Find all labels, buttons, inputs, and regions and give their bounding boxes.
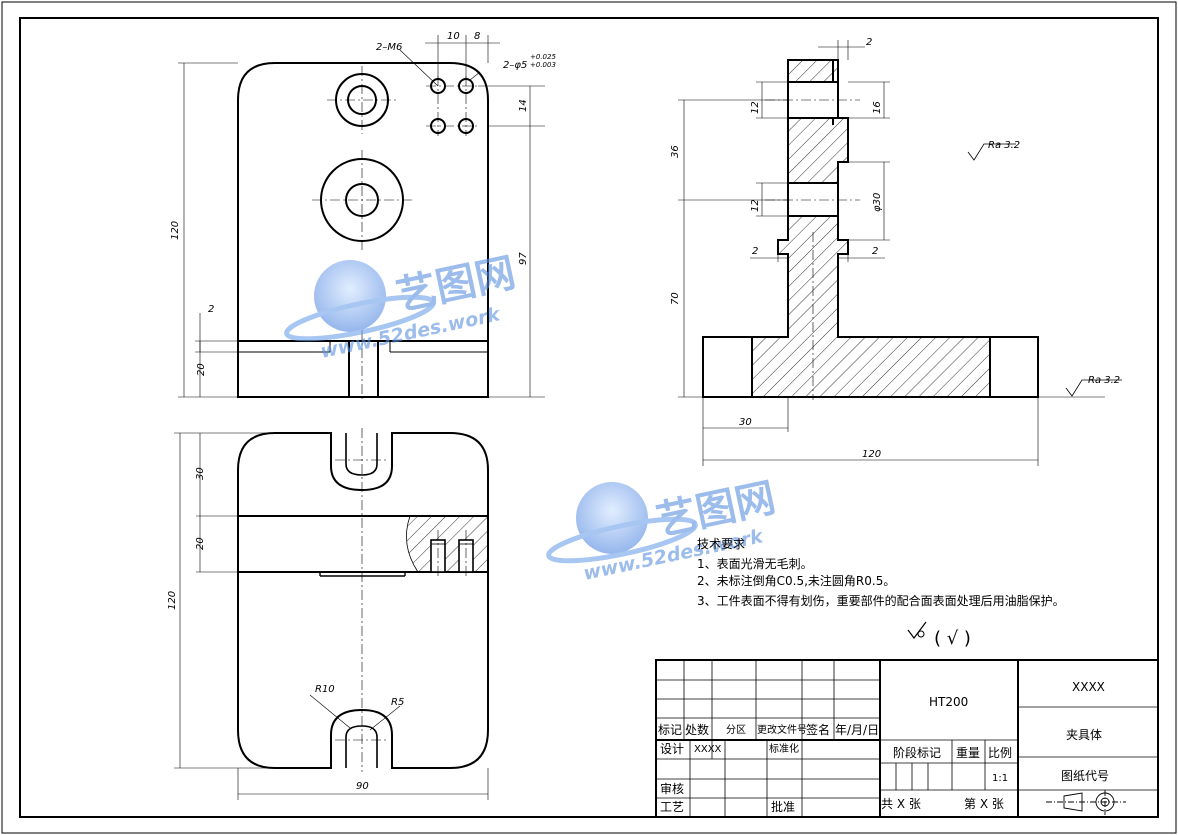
roughness-label-2: Ra 3.2 [1088, 375, 1120, 386]
tb-standardize: 标准化 [769, 742, 799, 755]
drawing-number: 图纸代号 [1061, 769, 1109, 783]
tb-stage-mark: 阶段标记 [893, 745, 941, 760]
dim-12-upper: 12 [750, 101, 761, 114]
roughness-symbol-2 [1065, 379, 1122, 397]
dim-phi30: φ30 [872, 193, 883, 212]
requirement-3: 3、工件表面不得有划伤，重要部件的配合面表面处理后用油脂保护。 [697, 593, 1065, 608]
dim-14: 14 [518, 99, 529, 112]
tb-approve: 批准 [771, 799, 795, 814]
side-section-view: 2 36 70 12 12 16 φ30 2 2 30 120 Ra 3.2 R… [670, 37, 1122, 466]
dim-phi5: 2–φ5 [503, 60, 527, 71]
dim-20-top: 20 [195, 537, 206, 550]
tb-sign: 签名 [806, 722, 830, 737]
dim-120-front: 120 [170, 221, 181, 240]
roughness-symbol [967, 143, 1016, 161]
dim-120-top: 120 [167, 591, 178, 610]
tb-date: 年/月/日 [835, 723, 879, 737]
technical-requirements: 技术要求 1、表面光滑无毛刺。 2、未标注倒角C0.5,未注圆角R0.5。 3、… [697, 537, 1065, 608]
dim-12-lower: 12 [750, 199, 761, 212]
globe-icon [314, 260, 386, 332]
tb-sheet-no: 第 X 张 [964, 797, 1004, 811]
material: HT200 [929, 695, 968, 709]
dim-phi5-tol-up: +0.025 [530, 53, 556, 61]
dim-phi5-tol-lo: +0.003 [530, 61, 556, 69]
inner-frame [19, 17, 1159, 818]
requirement-2: 2、未标注倒角C0.5,未注圆角R0.5。 [697, 573, 895, 588]
tb-design: 设计 [660, 742, 684, 756]
tb-mark: 标记 [658, 723, 682, 737]
dim-r5: R5 [391, 697, 404, 708]
tb-designer: XXXX [694, 744, 722, 755]
dim-r10: R10 [315, 684, 335, 695]
title-block-text: HT200 XXXX 夹具体 图纸代号 标记 处数 分区 更改文件号 签名 年/… [658, 680, 1109, 814]
dim-30-side: 30 [739, 417, 752, 428]
default-roughness: ( √ ) [907, 621, 971, 649]
tb-count: 处数 [685, 722, 709, 737]
requirements-title: 技术要求 [697, 537, 745, 551]
dim-90: 90 [356, 781, 369, 792]
dim-30-top: 30 [195, 467, 206, 480]
roughness-label-1: Ra 3.2 [988, 140, 1020, 151]
watermark-brand: 艺图网 [393, 250, 520, 320]
dim-2-front: 2 [208, 304, 214, 315]
dim-8: 8 [474, 31, 480, 42]
tb-weight: 重量 [956, 746, 980, 760]
front-view: 2–M6 10 8 2–φ5 +0.025 +0.003 14 97 120 2… [170, 31, 556, 400]
tb-process: 工艺 [660, 800, 684, 814]
dim-16: 16 [872, 101, 883, 114]
part-name: 夹具体 [1066, 728, 1102, 742]
tb-review: 审核 [660, 781, 684, 796]
dim-2-side-left: 2 [752, 246, 758, 257]
tb-total-sheets: 共 X 张 [881, 797, 921, 811]
dim-97: 97 [518, 252, 529, 265]
watermark: 艺图网 www.52des.work 艺图网 www.52des.work [284, 250, 779, 585]
dim-2-side-right: 2 [872, 246, 878, 257]
dim-m6: 2–M6 [376, 42, 402, 53]
projection-symbol-icon [1046, 790, 1126, 815]
title-block [655, 659, 1159, 818]
drawing-name: XXXX [1072, 680, 1105, 694]
dim-20-front: 20 [196, 363, 207, 376]
tb-scale-value: 1:1 [992, 773, 1008, 784]
globe-icon-2 [576, 482, 648, 554]
top-view: 30 20 120 90 R10 R5 [167, 428, 489, 800]
tb-scale: 比例 [988, 746, 1012, 760]
dim-2-side-top: 2 [866, 37, 872, 48]
tb-zone: 分区 [726, 724, 746, 736]
default-roughness-label: ( √ ) [934, 628, 971, 649]
dim-10: 10 [447, 31, 460, 42]
dim-120-side: 120 [862, 449, 881, 460]
requirement-1: 1、表面光滑无毛刺。 [697, 557, 813, 571]
dim-36: 36 [670, 145, 681, 158]
dim-70: 70 [670, 292, 681, 305]
tb-change-doc: 更改文件号 [757, 723, 807, 736]
